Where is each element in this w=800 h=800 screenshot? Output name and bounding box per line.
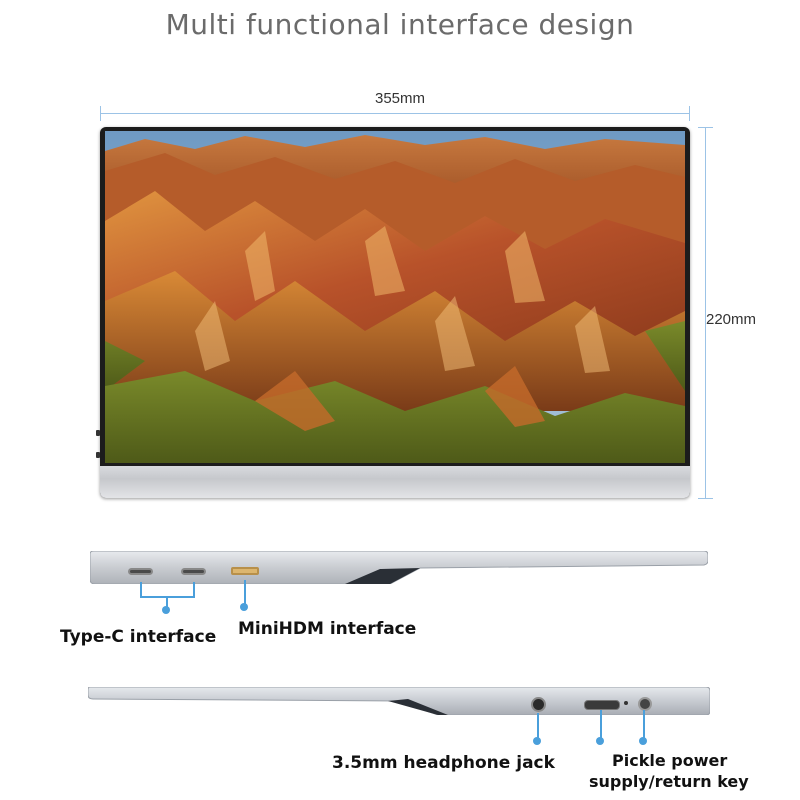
callout-line (193, 582, 195, 597)
callout-dot (533, 737, 541, 745)
type-c-label: Type-C interface (60, 627, 217, 647)
width-dimension-cap-right (689, 106, 690, 121)
callout-dot (639, 737, 647, 745)
width-dimension-cap-left (100, 106, 101, 121)
monitor-side-view-ports (89, 550, 709, 585)
type-c-port (181, 568, 206, 575)
height-dimension-cap-bottom (698, 498, 713, 499)
monitor-screen-landscape (105, 131, 685, 463)
callout-dot (240, 603, 248, 611)
power-key-label-line2: supply/return key (589, 772, 749, 791)
height-dimension-line (705, 127, 706, 499)
indicator-light (624, 701, 628, 705)
callout-line (166, 596, 168, 608)
callout-line (643, 710, 645, 740)
power-rocker-key[interactable] (584, 700, 620, 710)
monitor-side-button (96, 430, 100, 436)
callout-dot (596, 737, 604, 745)
power-key-label-line1: Pickle power (612, 751, 728, 770)
headphone-jack-label: 3.5mm headphone jack (332, 753, 555, 773)
return-key[interactable] (638, 697, 652, 711)
width-dimension-line (100, 113, 690, 114)
monitor-side-view-controls (87, 686, 711, 716)
width-dimension-label: 355mm (374, 90, 426, 107)
callout-line (140, 582, 142, 597)
mini-hdmi-port (231, 567, 259, 575)
callout-dot (162, 606, 170, 614)
headphone-jack (531, 697, 546, 712)
mini-hdmi-label: MiniHDM interface (238, 619, 417, 639)
type-c-port (128, 568, 153, 575)
monitor-aluminum-chin (100, 466, 690, 498)
height-dimension-label: 220mm (706, 311, 757, 328)
callout-line (537, 713, 539, 741)
callout-line (244, 580, 246, 606)
page-title: Multi functional interface design (165, 8, 635, 41)
height-dimension-cap-top (698, 127, 713, 128)
monitor-side-button (96, 452, 100, 458)
callout-line (600, 710, 602, 740)
